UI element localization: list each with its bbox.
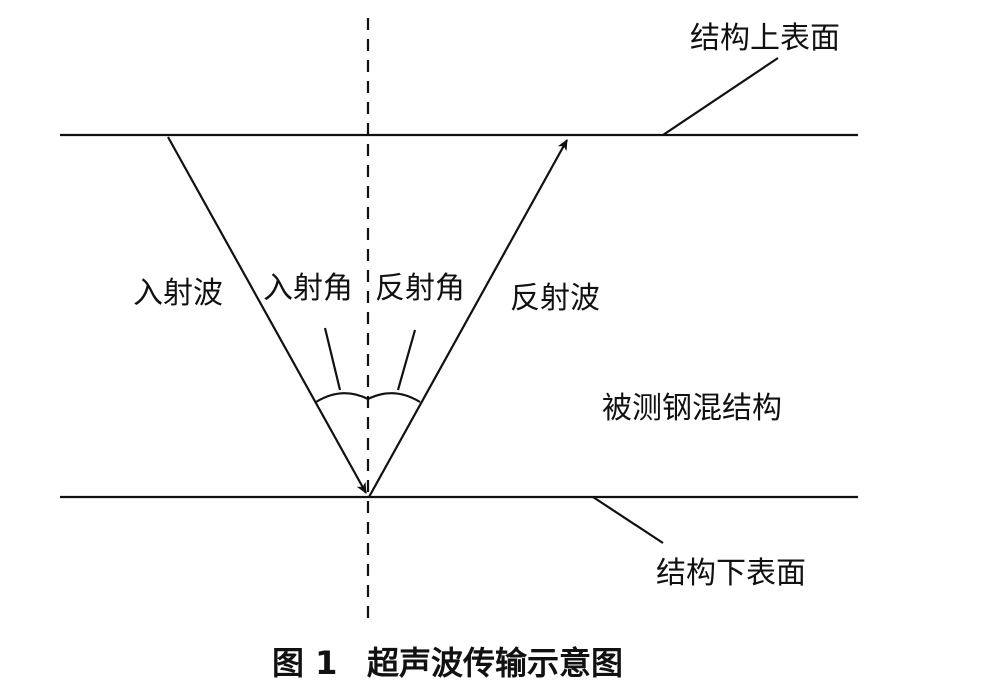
incident-angle-leader: [323, 327, 342, 391]
top-surface-label: 结构上表面: [690, 21, 840, 56]
reflection-angle-arc: [367, 392, 421, 403]
incident-wave-label: 入射波: [133, 276, 223, 311]
top-surface-leader: [662, 57, 779, 136]
incident-angle-arc: [315, 392, 369, 403]
structure-label: 被测钢混结构: [602, 391, 782, 426]
bottom-surface-leader: [592, 496, 664, 544]
incident-wave-arrow: [167, 136, 367, 494]
reflected-wave-arrow: [368, 139, 568, 498]
incident-angle-label: 入射角: [263, 271, 353, 306]
figure-number: 图 1: [272, 644, 337, 682]
figure-title: 超声波传输示意图: [367, 644, 623, 682]
bottom-surface-label: 结构下表面: [656, 556, 806, 591]
reflection-angle-label: 反射角: [375, 271, 465, 306]
reflection-angle-leader: [396, 329, 417, 391]
reflected-wave-label: 反射波: [510, 281, 600, 316]
